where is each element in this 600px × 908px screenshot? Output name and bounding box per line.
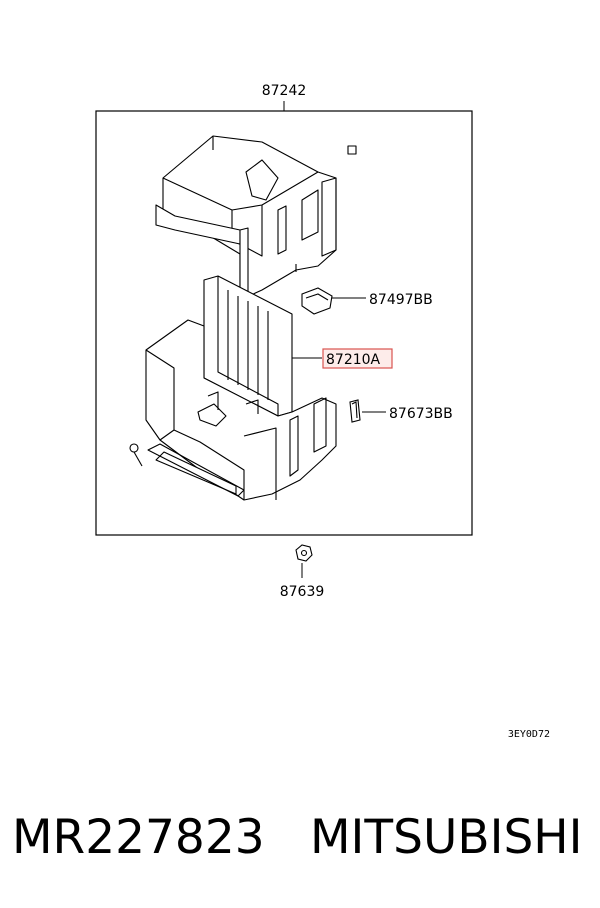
clip-part xyxy=(301,287,333,315)
diagram-ref-code: 3EY0D72 xyxy=(508,729,550,740)
cabin-filter xyxy=(203,275,293,417)
filter-highlight-box xyxy=(322,348,393,369)
clip-label: 87497BB xyxy=(369,292,433,308)
part-number: MR227823 xyxy=(12,810,265,865)
brand-name: MITSUBISHI xyxy=(310,810,583,865)
nut-part xyxy=(295,544,313,562)
lower-housing xyxy=(129,319,337,501)
filter-label: 87210A xyxy=(326,352,381,368)
bracket-part xyxy=(349,399,361,423)
upper-housing xyxy=(155,135,357,301)
housing-label: 87242 xyxy=(262,83,307,99)
bracket-label: 87673BB xyxy=(389,406,453,422)
nut-label: 87639 xyxy=(280,584,325,600)
